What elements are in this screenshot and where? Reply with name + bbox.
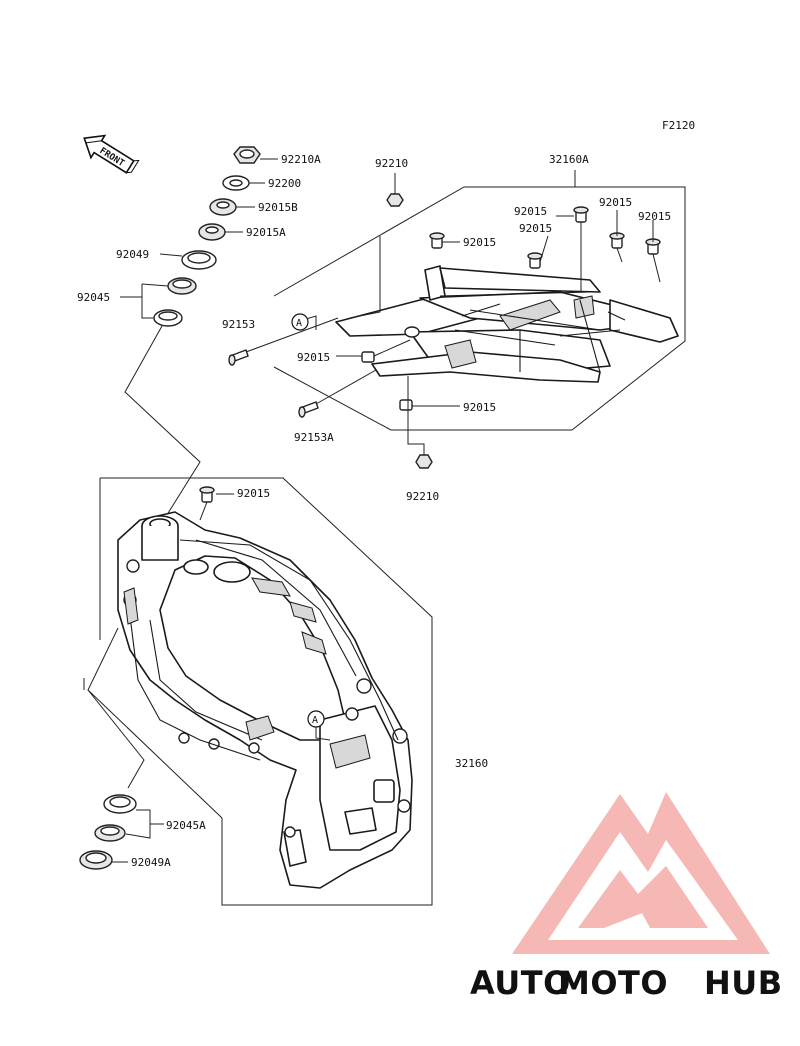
bolt-92015-3-part — [527, 252, 543, 269]
callout-a-upper: A — [291, 313, 309, 331]
label-92049A: 92049A — [131, 856, 171, 869]
bolt-92015-1-part — [429, 232, 445, 249]
label-92200: 92200 — [268, 177, 301, 190]
label-92015-d: 92015 — [599, 196, 632, 209]
label-92045: 92045 — [77, 291, 110, 304]
label-92153: 92153 — [222, 318, 255, 331]
label-92015-frame: 92015 — [237, 487, 270, 500]
label-92015-g: 92015 — [463, 401, 496, 414]
bearing-92045-upper-part — [167, 277, 197, 295]
bolt-92015-frame-part — [199, 486, 215, 503]
subframe-32160A-outline — [273, 186, 686, 431]
watermark-logo — [512, 792, 770, 954]
label-92049: 92049 — [116, 248, 149, 261]
bearing-92045A-upper-part — [103, 794, 137, 814]
bolt-92015-2-part — [573, 206, 589, 223]
bearing-92045A-lower-part — [94, 824, 126, 842]
label-92015-e: 92015 — [638, 210, 671, 223]
watermark-auto: AUTO — [470, 964, 571, 1002]
bolt-92153-part — [228, 349, 249, 366]
nut-92015B-part — [209, 198, 237, 216]
washer-92200-part — [222, 175, 250, 191]
label-92045A: 92045A — [166, 819, 206, 832]
bearing-92045-lower-part — [153, 309, 183, 327]
label-32160A: 32160A — [549, 153, 589, 166]
seal-92049A-part — [79, 850, 113, 870]
watermark-text: AUTO MOTO HUB — [470, 964, 783, 1002]
seal-92049-part — [181, 250, 217, 270]
label-92015A: 92015A — [246, 226, 286, 239]
watermark-hub: HUB — [704, 964, 783, 1002]
bolt-92015-7-part — [399, 399, 413, 411]
bolt-92153A-part — [298, 401, 319, 418]
nut-92015A-part — [198, 223, 226, 241]
nut-92210-bottom-part — [415, 454, 433, 469]
nut-92210A-part — [233, 146, 261, 164]
front-arrow-icon: FRONT — [83, 134, 140, 174]
label-92015-c: 92015 — [519, 222, 552, 235]
callout-a-lower: A — [307, 710, 325, 728]
label-92015-a: 92015 — [463, 236, 496, 249]
callout-a-upper-label: A — [296, 318, 302, 329]
label-92153A: 92153A — [294, 431, 334, 444]
watermark-moto: MOTO — [558, 964, 668, 1002]
label-92210-top: 92210 — [375, 157, 408, 170]
label-92210-bottom: 92210 — [406, 490, 439, 503]
callout-a-lower-label: A — [312, 715, 318, 726]
nut-92210-top-part — [386, 193, 404, 207]
label-92210A: 92210A — [281, 153, 321, 166]
label-92015-b: 92015 — [514, 205, 547, 218]
bolt-92015-6-part — [361, 351, 375, 363]
label-92015B: 92015B — [258, 201, 298, 214]
label-32160: 32160 — [455, 757, 488, 770]
frame-32160-part — [117, 511, 413, 889]
subframe-32160A-part — [335, 265, 679, 383]
label-92015-f: 92015 — [297, 351, 330, 364]
figure-code: F2120 — [662, 119, 695, 132]
